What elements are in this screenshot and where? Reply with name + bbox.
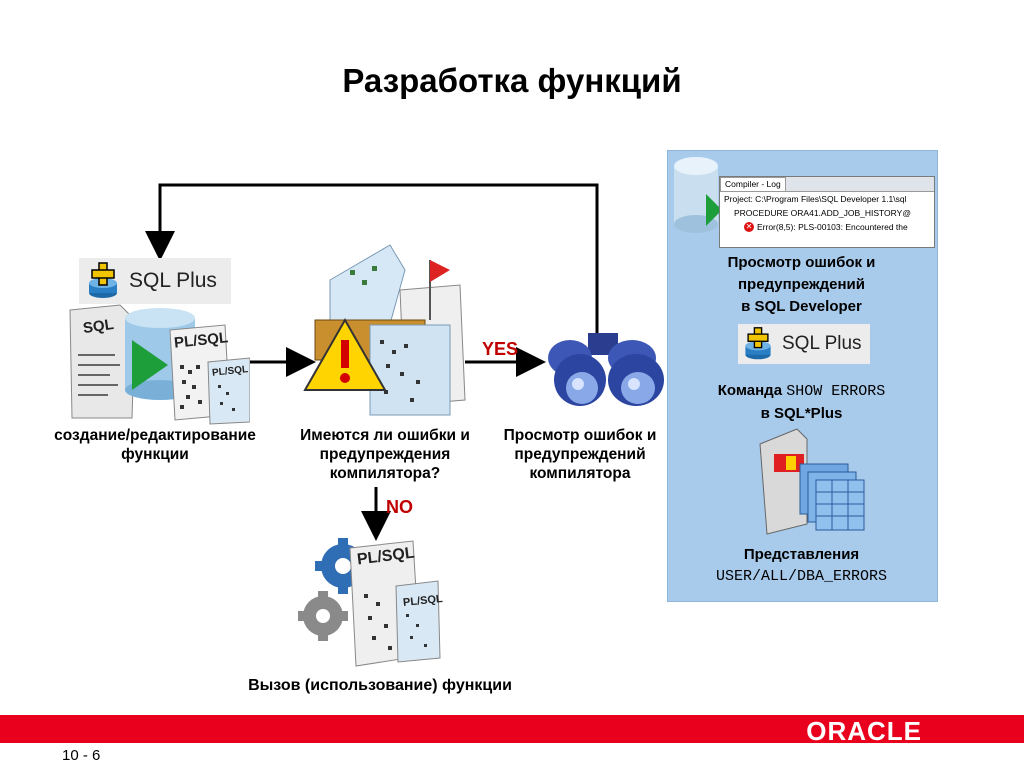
error-icon: ✕ bbox=[744, 222, 754, 232]
yes-label: YES bbox=[482, 339, 519, 359]
view-errors-caption-line2: предупреждений bbox=[514, 446, 646, 463]
compiler-check-illustration bbox=[303, 244, 466, 416]
create-edit-caption-line1: создание/редактирование bbox=[54, 427, 256, 444]
sqldev-caption-line1: Просмотр ошибок и bbox=[727, 254, 876, 271]
panel-sqlplus-logo: SQL Plus bbox=[738, 324, 870, 364]
create-edit-caption-line2: функции bbox=[121, 446, 189, 463]
sqldev-errors-caption: Просмотр ошибок и предупреждений в SQL D… bbox=[667, 252, 936, 318]
compiler-check-caption-line3: компилятора? bbox=[329, 465, 441, 482]
sqldev-caption-line3: в SQL Developer bbox=[741, 298, 862, 315]
compiler-check-caption: Имеются ли ошибки и предупреждения компи… bbox=[280, 426, 490, 483]
compiler-check-caption-line1: Имеются ли ошибки и bbox=[300, 427, 470, 444]
error-views-line1: Представления bbox=[743, 546, 860, 563]
view-errors-caption: Просмотр ошибок и предупреждений компиля… bbox=[490, 426, 670, 483]
footer-bar bbox=[0, 715, 1024, 743]
create-edit-illustration bbox=[69, 304, 250, 425]
error-views-caption: Представления USER/ALL/DBA_ERRORS bbox=[667, 544, 936, 588]
sqlplus-icon bbox=[89, 262, 117, 298]
show-errors-caption: Команда SHOW ERRORS в SQL*Plus bbox=[667, 380, 936, 425]
function-call-illustration bbox=[298, 538, 441, 667]
sqlplus-logo: SQL Plus bbox=[79, 258, 231, 304]
error-views-code: USER/ALL/DBA_ERRORS bbox=[715, 568, 888, 585]
view-errors-caption-line1: Просмотр ошибок и bbox=[503, 427, 657, 444]
sqlplus-logo-text: SQL Plus bbox=[129, 269, 217, 292]
function-call-caption: Вызов (использование) функции bbox=[248, 677, 512, 694]
panel-sqlplus-logo-text: SQL Plus bbox=[782, 333, 862, 354]
panel-sqlplus-icon bbox=[745, 327, 771, 360]
show-errors-code: SHOW ERRORS bbox=[786, 383, 886, 400]
page-number: 10 - 6 bbox=[62, 747, 101, 764]
view-errors-caption-line3: компилятора bbox=[529, 465, 631, 482]
show-errors-line2: в SQL*Plus bbox=[760, 405, 843, 422]
panel-database-icon bbox=[674, 157, 722, 233]
page-title: Разработка функций bbox=[342, 62, 682, 99]
oracle-logo: ORACLE bbox=[806, 716, 922, 746]
show-errors-prefix: Команда bbox=[717, 382, 783, 399]
no-label: NO bbox=[386, 497, 413, 517]
compiler-log-tab[interactable]: Compiler - Log bbox=[720, 177, 786, 191]
create-edit-caption: создание/редактирование функции bbox=[30, 426, 280, 464]
compiler-log-line1: Project: C:\Program Files\SQL Developer … bbox=[724, 194, 907, 204]
compiler-log-line3: Error(8,5): PLS-00103: Encountered the bbox=[757, 222, 908, 232]
sqldev-caption-line2: предупреждений bbox=[738, 276, 865, 293]
binoculars-icon bbox=[548, 333, 664, 406]
loop-back-line bbox=[145, 183, 599, 335]
error-views-icon bbox=[759, 428, 865, 535]
compiler-log-line2: PROCEDURE ORA41.ADD_JOB_HISTORY@ bbox=[734, 208, 911, 218]
compiler-log-tabbar: Compiler - Log bbox=[720, 177, 934, 192]
compiler-log-window: Compiler - Log Project: C:\Program Files… bbox=[719, 176, 935, 248]
compiler-check-caption-line2: предупреждения bbox=[319, 446, 451, 463]
